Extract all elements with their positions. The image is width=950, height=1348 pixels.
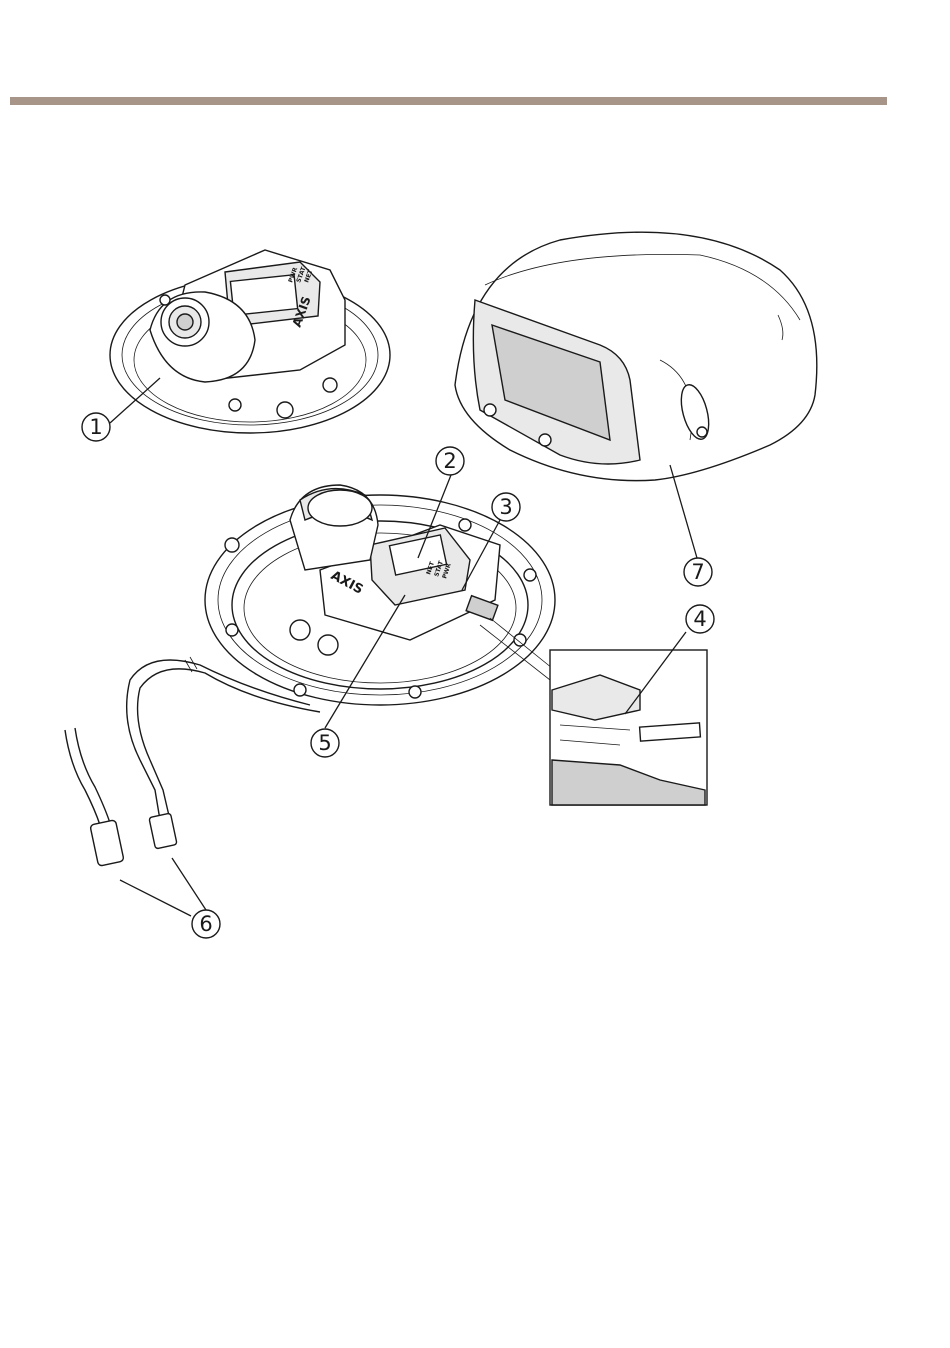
svg-text:3: 3 (499, 495, 512, 519)
callout-5: 5 (311, 729, 339, 757)
svg-text:6: 6 (199, 912, 212, 936)
svg-text:5: 5 (318, 731, 331, 755)
svg-text:7: 7 (691, 560, 704, 584)
camera-unit-top-view: AXIS NET STAT PWR (110, 250, 390, 433)
network-cable (65, 657, 320, 866)
svg-text:2: 2 (443, 449, 456, 473)
svg-text:4: 4 (693, 607, 706, 631)
svg-text:1: 1 (89, 415, 102, 439)
callout-6: 6 (192, 910, 220, 938)
camera-lens-main (290, 485, 378, 570)
callout-3: 3 (492, 493, 520, 521)
callout-4: 4 (686, 605, 714, 633)
callout-1: 1 (82, 413, 110, 441)
callout-2: 2 (436, 447, 464, 475)
dome-cover (455, 232, 817, 480)
callout-7: 7 (684, 558, 712, 586)
